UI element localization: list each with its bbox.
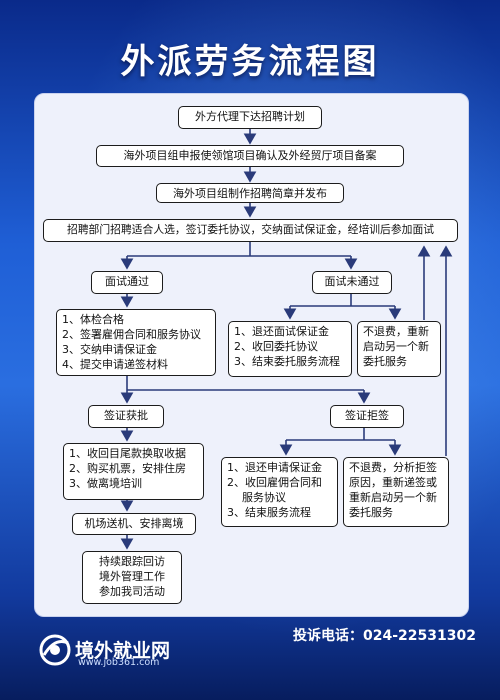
step-recruit-plan: 外方代理下达招聘计划: [178, 106, 322, 129]
list-item: 3、结束委托服务流程: [234, 355, 340, 368]
list-item: 1、收回目尾款换取收据: [69, 447, 186, 460]
note-line: 重新启动另一个新: [349, 491, 437, 504]
list-item: 4、提交申请递签材料: [62, 358, 168, 371]
step-select-candidates: 招聘部门招聘适合人选，签订委托协议，交纳面试保证金，经培训后参加面试: [43, 219, 458, 242]
list-item: 3、交纳申请保证金: [62, 343, 157, 356]
list-item: 2、购买机票，安排住房: [69, 462, 186, 475]
followup-line: 持续跟踪回访: [99, 555, 165, 568]
list-item: 2、收回雇佣合同和: [227, 476, 322, 489]
note-line: 启动另一个新: [363, 340, 429, 353]
list-item: 1、体检合格: [62, 313, 124, 326]
step-publish-brochure: 海外项目组制作招聘简章并发布: [156, 183, 344, 203]
followup-line: 参加我司活动: [99, 585, 165, 598]
visa-denied-label: 签证拒签: [330, 405, 404, 428]
list-item: 3、做离境培训: [69, 477, 142, 490]
page-title: 外派劳务流程图: [120, 42, 380, 82]
interview-pass-list: 1、体检合格 2、签署雇佣合同和服务协议 3、交纳申请保证金 4、提交申请递签材…: [56, 309, 216, 376]
interview-pass-label: 面试通过: [91, 271, 163, 294]
list-item: 服务协议: [242, 491, 286, 504]
airport-departure: 机场送机、安排离境: [72, 513, 196, 535]
globe-icon: [39, 634, 71, 666]
note-line: 原因，重新递签或: [349, 476, 437, 489]
complaint-phone: 投诉电话：024-22531302: [293, 628, 476, 644]
note-line: 委托服务: [349, 506, 393, 519]
step-project-filing: 海外项目组申报使领馆项目确认及外经贸厅项目备案: [96, 145, 404, 167]
follow-up: 持续跟踪回访 境外管理工作 参加我司活动: [82, 551, 182, 604]
visa-approved-list: 1、收回目尾款换取收据 2、购买机票，安排住房 3、做离境培训: [63, 443, 204, 500]
visa-denied-list: 1、退还申请保证金 2、收回雇佣合同和 服务协议 3、结束服务流程: [221, 457, 338, 527]
visa-approved-label: 签证获批: [88, 405, 164, 428]
list-item: 1、退还申请保证金: [227, 461, 322, 474]
logo-name: 境外就业网: [75, 640, 171, 662]
list-item: 2、收回委托协议: [234, 340, 318, 353]
note-line: 委托服务: [363, 355, 407, 368]
note-line: 不退费，重新: [363, 325, 429, 338]
list-item: 3、结束服务流程: [227, 506, 311, 519]
interview-fail-list: 1、退还面试保证金 2、收回委托协议 3、结束委托服务流程: [228, 321, 352, 377]
visa-denied-note: 不退费，分析拒签 原因，重新递签或 重新启动另一个新 委托服务: [343, 457, 449, 527]
interview-fail-label: 面试未通过: [312, 271, 392, 294]
note-line: 不退费，分析拒签: [349, 461, 437, 474]
interview-fail-note: 不退费，重新 启动另一个新 委托服务: [357, 321, 441, 377]
list-item: 1、退还面试保证金: [234, 325, 329, 338]
logo-url: www.job361.com: [78, 657, 160, 668]
list-item: 2、签署雇佣合同和服务协议: [62, 328, 201, 341]
followup-line: 境外管理工作: [99, 570, 165, 583]
